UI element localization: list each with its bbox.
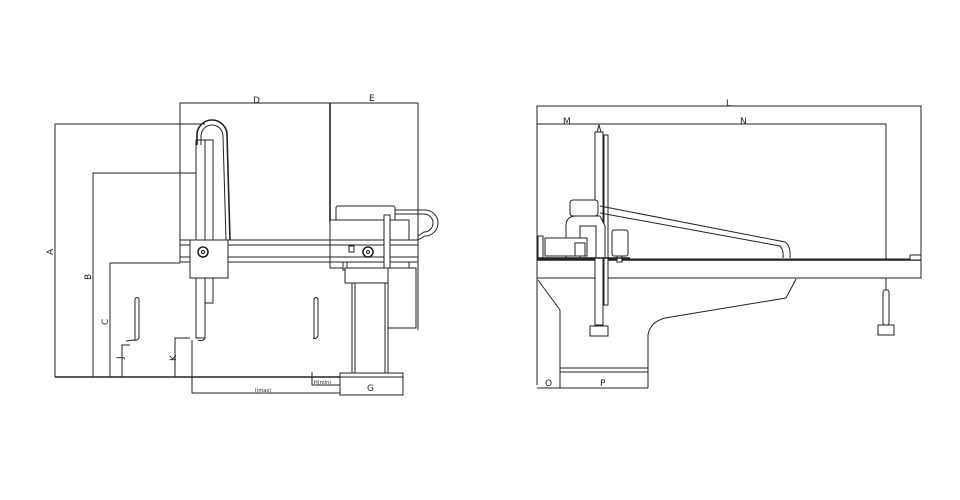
wheel-icon <box>362 246 374 258</box>
label-O: O <box>545 379 552 389</box>
label-B: B <box>84 274 94 280</box>
label-P: P <box>600 379 606 389</box>
vertical-arm <box>189 119 231 339</box>
label-H: H(min) <box>314 380 331 386</box>
label-N: N <box>740 117 747 127</box>
label-G: G <box>367 384 374 394</box>
label-I: I(max) <box>255 388 271 394</box>
label-M: M <box>563 117 571 127</box>
label-E: E <box>369 94 375 104</box>
dimension-labels-front: D E A B C J K I(max) H(min) G <box>46 94 375 394</box>
side-view: L M N O P <box>536 99 922 389</box>
column-unit <box>329 205 439 396</box>
grippers <box>125 297 319 342</box>
label-L: L <box>726 99 731 109</box>
wheel-icon <box>197 246 209 258</box>
label-D: D <box>253 96 260 106</box>
dimension-lines-front <box>54 102 419 394</box>
motor-unit <box>537 199 630 263</box>
front-view: D E A B C J K I(max) H(min) G <box>46 94 439 396</box>
base-plate <box>339 372 404 396</box>
label-C: C <box>101 319 111 325</box>
support-post <box>877 289 895 336</box>
dimension-labels-side: L M N O P <box>545 99 747 389</box>
label-K: K <box>169 354 179 361</box>
label-J: J <box>116 356 126 360</box>
dimension-lines-side <box>536 105 922 385</box>
swing-arm <box>599 205 791 259</box>
label-A: A <box>46 248 56 255</box>
